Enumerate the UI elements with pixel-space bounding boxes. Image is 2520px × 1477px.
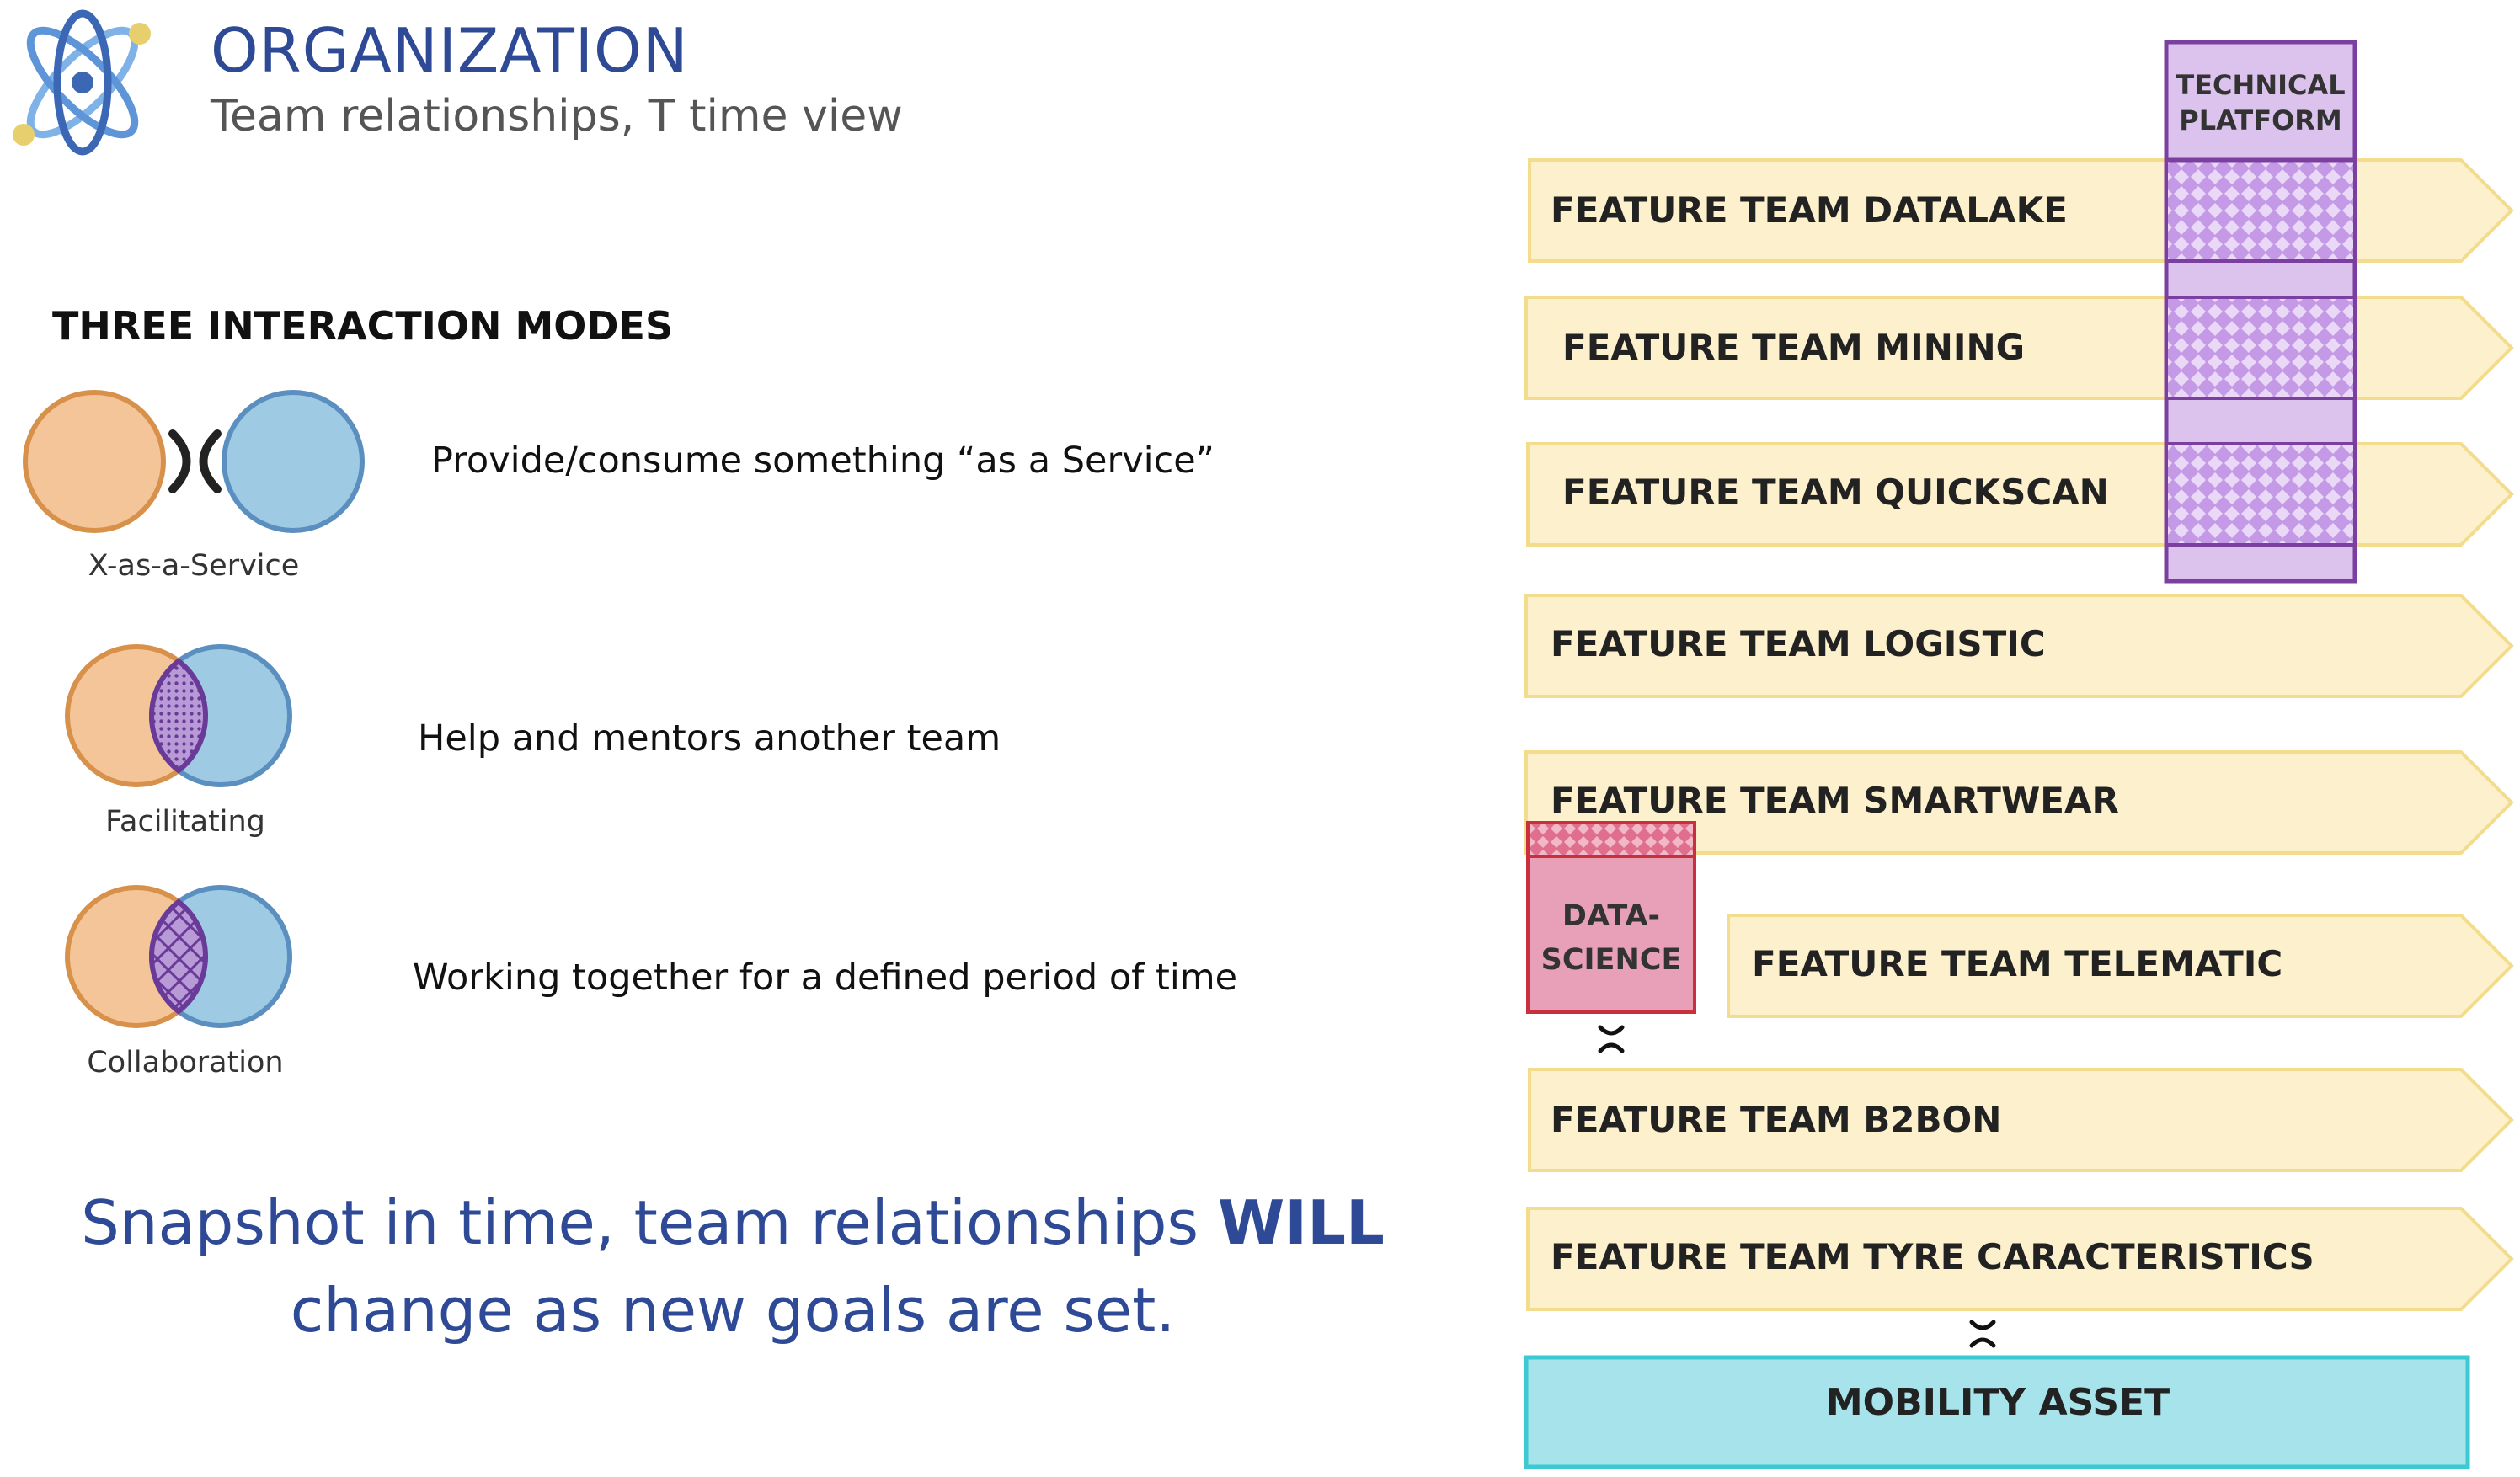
- mode-description-xaas: Provide/consume something “as a Service”: [431, 440, 1215, 482]
- page-subtitle: Team relationships, T time view: [211, 91, 903, 141]
- mode-caption-xaas: X-as-a-Service: [88, 549, 300, 583]
- team-label-quickscan: FEATURE TEAM QUICKSCAN: [1562, 472, 2109, 513]
- technical-platform-label: TECHNICAL PLATFORM: [2166, 67, 2355, 138]
- team-label-logistic: FEATURE TEAM LOGISTIC: [1551, 623, 2046, 664]
- technical-platform-line2: PLATFORM: [2179, 104, 2342, 136]
- x-as-a-service-icon: [23, 390, 365, 533]
- data-science-overlap-smartwear: [1526, 821, 1696, 858]
- team-label-telematic: FEATURE TEAM TELEMATIC: [1752, 943, 2283, 984]
- xaas-connector-datascience-b2bon: [1598, 1025, 1625, 1053]
- data-science-line2: SCIENCE: [1540, 943, 1682, 977]
- atom-logo-icon: [13, 9, 151, 156]
- technical-platform-line1: TECHNICAL: [2176, 69, 2346, 101]
- team-label-mining: FEATURE TEAM MINING: [1562, 327, 2026, 368]
- snapshot-line2: change as new goals are set.: [290, 1275, 1176, 1346]
- facilitating-icon: [65, 644, 292, 787]
- team-label-tyre: FEATURE TEAM TYRE CARACTERISTICS: [1551, 1236, 2314, 1277]
- mode-caption-facilitating: Facilitating: [105, 805, 265, 839]
- platform-overlap-quickscan: [2165, 442, 2357, 547]
- platform-overlap-mining: [2165, 296, 2357, 400]
- mode-description-facilitating: Help and mentors another team: [418, 717, 1001, 760]
- modes-heading: THREE INTERACTION MODES: [52, 303, 674, 349]
- stream-b2bon: [1528, 1068, 2514, 1172]
- team-label-datalake: FEATURE TEAM DATALAKE: [1551, 189, 2068, 231]
- stream-telematic: [1727, 914, 2514, 1018]
- page-title: ORGANIZATION: [211, 15, 689, 86]
- snapshot-line1-bold: WILL: [1217, 1187, 1385, 1258]
- data-science-label: DATA- SCIENCE: [1528, 894, 1695, 982]
- xaas-connector-tyre-mobility: [1969, 1320, 1996, 1348]
- mobility-asset-label: MOBILITY ASSET: [1825, 1381, 2170, 1424]
- mode-description-collaboration: Working together for a defined period of…: [413, 957, 1238, 999]
- platform-overlap-datalake: [2165, 158, 2357, 263]
- data-science-line1: DATA-: [1562, 899, 1661, 933]
- mode-caption-collaboration: Collaboration: [87, 1046, 284, 1080]
- snapshot-line1-prefix: Snapshot in time, team relationships: [81, 1187, 1218, 1258]
- mobility-asset-box: [1524, 1355, 2470, 1469]
- team-label-b2bon: FEATURE TEAM B2BON: [1551, 1099, 2002, 1140]
- snapshot-statement: Snapshot in time, team relationships WIL…: [17, 1179, 1449, 1354]
- stream-tyre: [1526, 1207, 2514, 1311]
- stream-logistic: [1524, 594, 2514, 698]
- collaboration-icon: [65, 885, 292, 1028]
- team-label-smartwear: FEATURE TEAM SMARTWEAR: [1551, 780, 2119, 821]
